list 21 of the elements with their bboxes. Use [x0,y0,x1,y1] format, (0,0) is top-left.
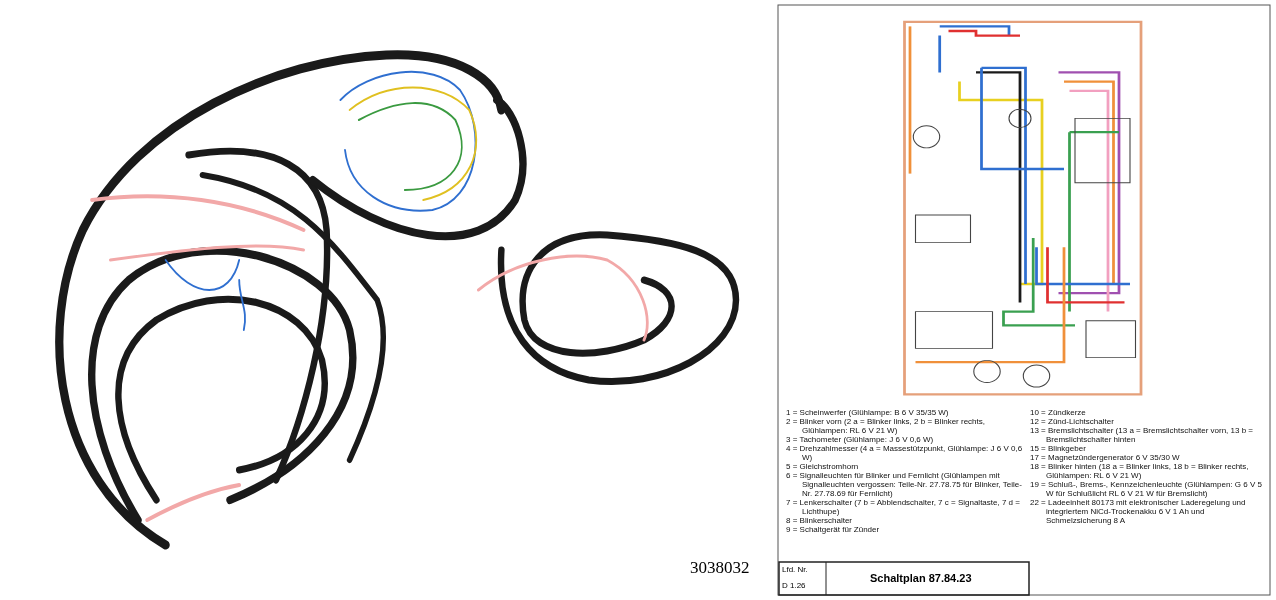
legend-entry: 13 = Bremslichtschalter (13 a = Bremslichtschalter vorn, 13 b = Bremslichtschalter hinten [1030,426,1254,444]
table-cell: D 1.26 [782,581,806,590]
legend-entry: 19 = Schluß-, Brems-, Kennzeichenleuchte (Glühlampen: G 6 V 5 W für Schlußlicht RL 6 V 21 W für Bremslicht) [1030,480,1263,498]
catalog-number: 3038032 [690,558,750,578]
legend-entry: 10 = Zündkerze [1030,408,1087,417]
legend-entry: 1 = Scheinwerfer (Glühlampe: B 6 V 35/35 W) [786,408,950,417]
legend-entry: 3 = Tachometer (Glühlampe: J 6 V 0,6 W) [786,435,935,444]
legend-entry: 2 = Blinker vorn (2 a = Blinker links, 2 b = Blinker rechts, Glühlampen: RL 6 V 21 W) [786,417,986,435]
legend-entry: 9 = Schaltgerät für Zünder [786,525,881,534]
legend-entry: 6 = Signalleuchten für Blinker und Fernlicht (Glühlampen mit Signalleuchten vergossen: Teile-Nr. 27.78.75 für Blinker, Teile-Nr. 27.78.69 für Fernlicht) [786,471,1023,498]
legend-entry: 8 = Blinkerschalter [786,516,854,525]
legend-entry: 4 = Drehzahlmesser (4 a = Massestützpunkt, Glühlampe: J 6 V 0,6 W) [786,444,1024,462]
legend-entry: 17 = Magnetzündergenerator 6 V 35/30 W [1030,453,1181,462]
legend-entry: 7 = Lenkerschalter (7 b = Abblendschalter, 7 c = Signaltaste, 7 d = Lichthupe) [786,498,1021,516]
drawing-title: Schaltplan 87.84.23 [870,572,972,584]
legend-entry: 18 = Blinker hinten (18 a = Blinker links, 18 b = Blinker rechts, Glühlampen: RL 6 V 21 W) [1030,462,1250,480]
legend-entry: 5 = Gleichstromhorn [786,462,860,471]
legend-entry: 22 = Ladeeinheit 80173 mit elektronischer Laderegelung und integriertem NiCd-Trockenakku 6 V 1 Ah und Schmelzsicherung 8 A [1030,498,1247,525]
legend-entry: 12 = Zünd-Lichtschalter [1030,417,1115,426]
table-header: Lfd. Nr. [782,565,808,574]
legend-entry: 15 = Blinkgeber [1030,444,1087,453]
